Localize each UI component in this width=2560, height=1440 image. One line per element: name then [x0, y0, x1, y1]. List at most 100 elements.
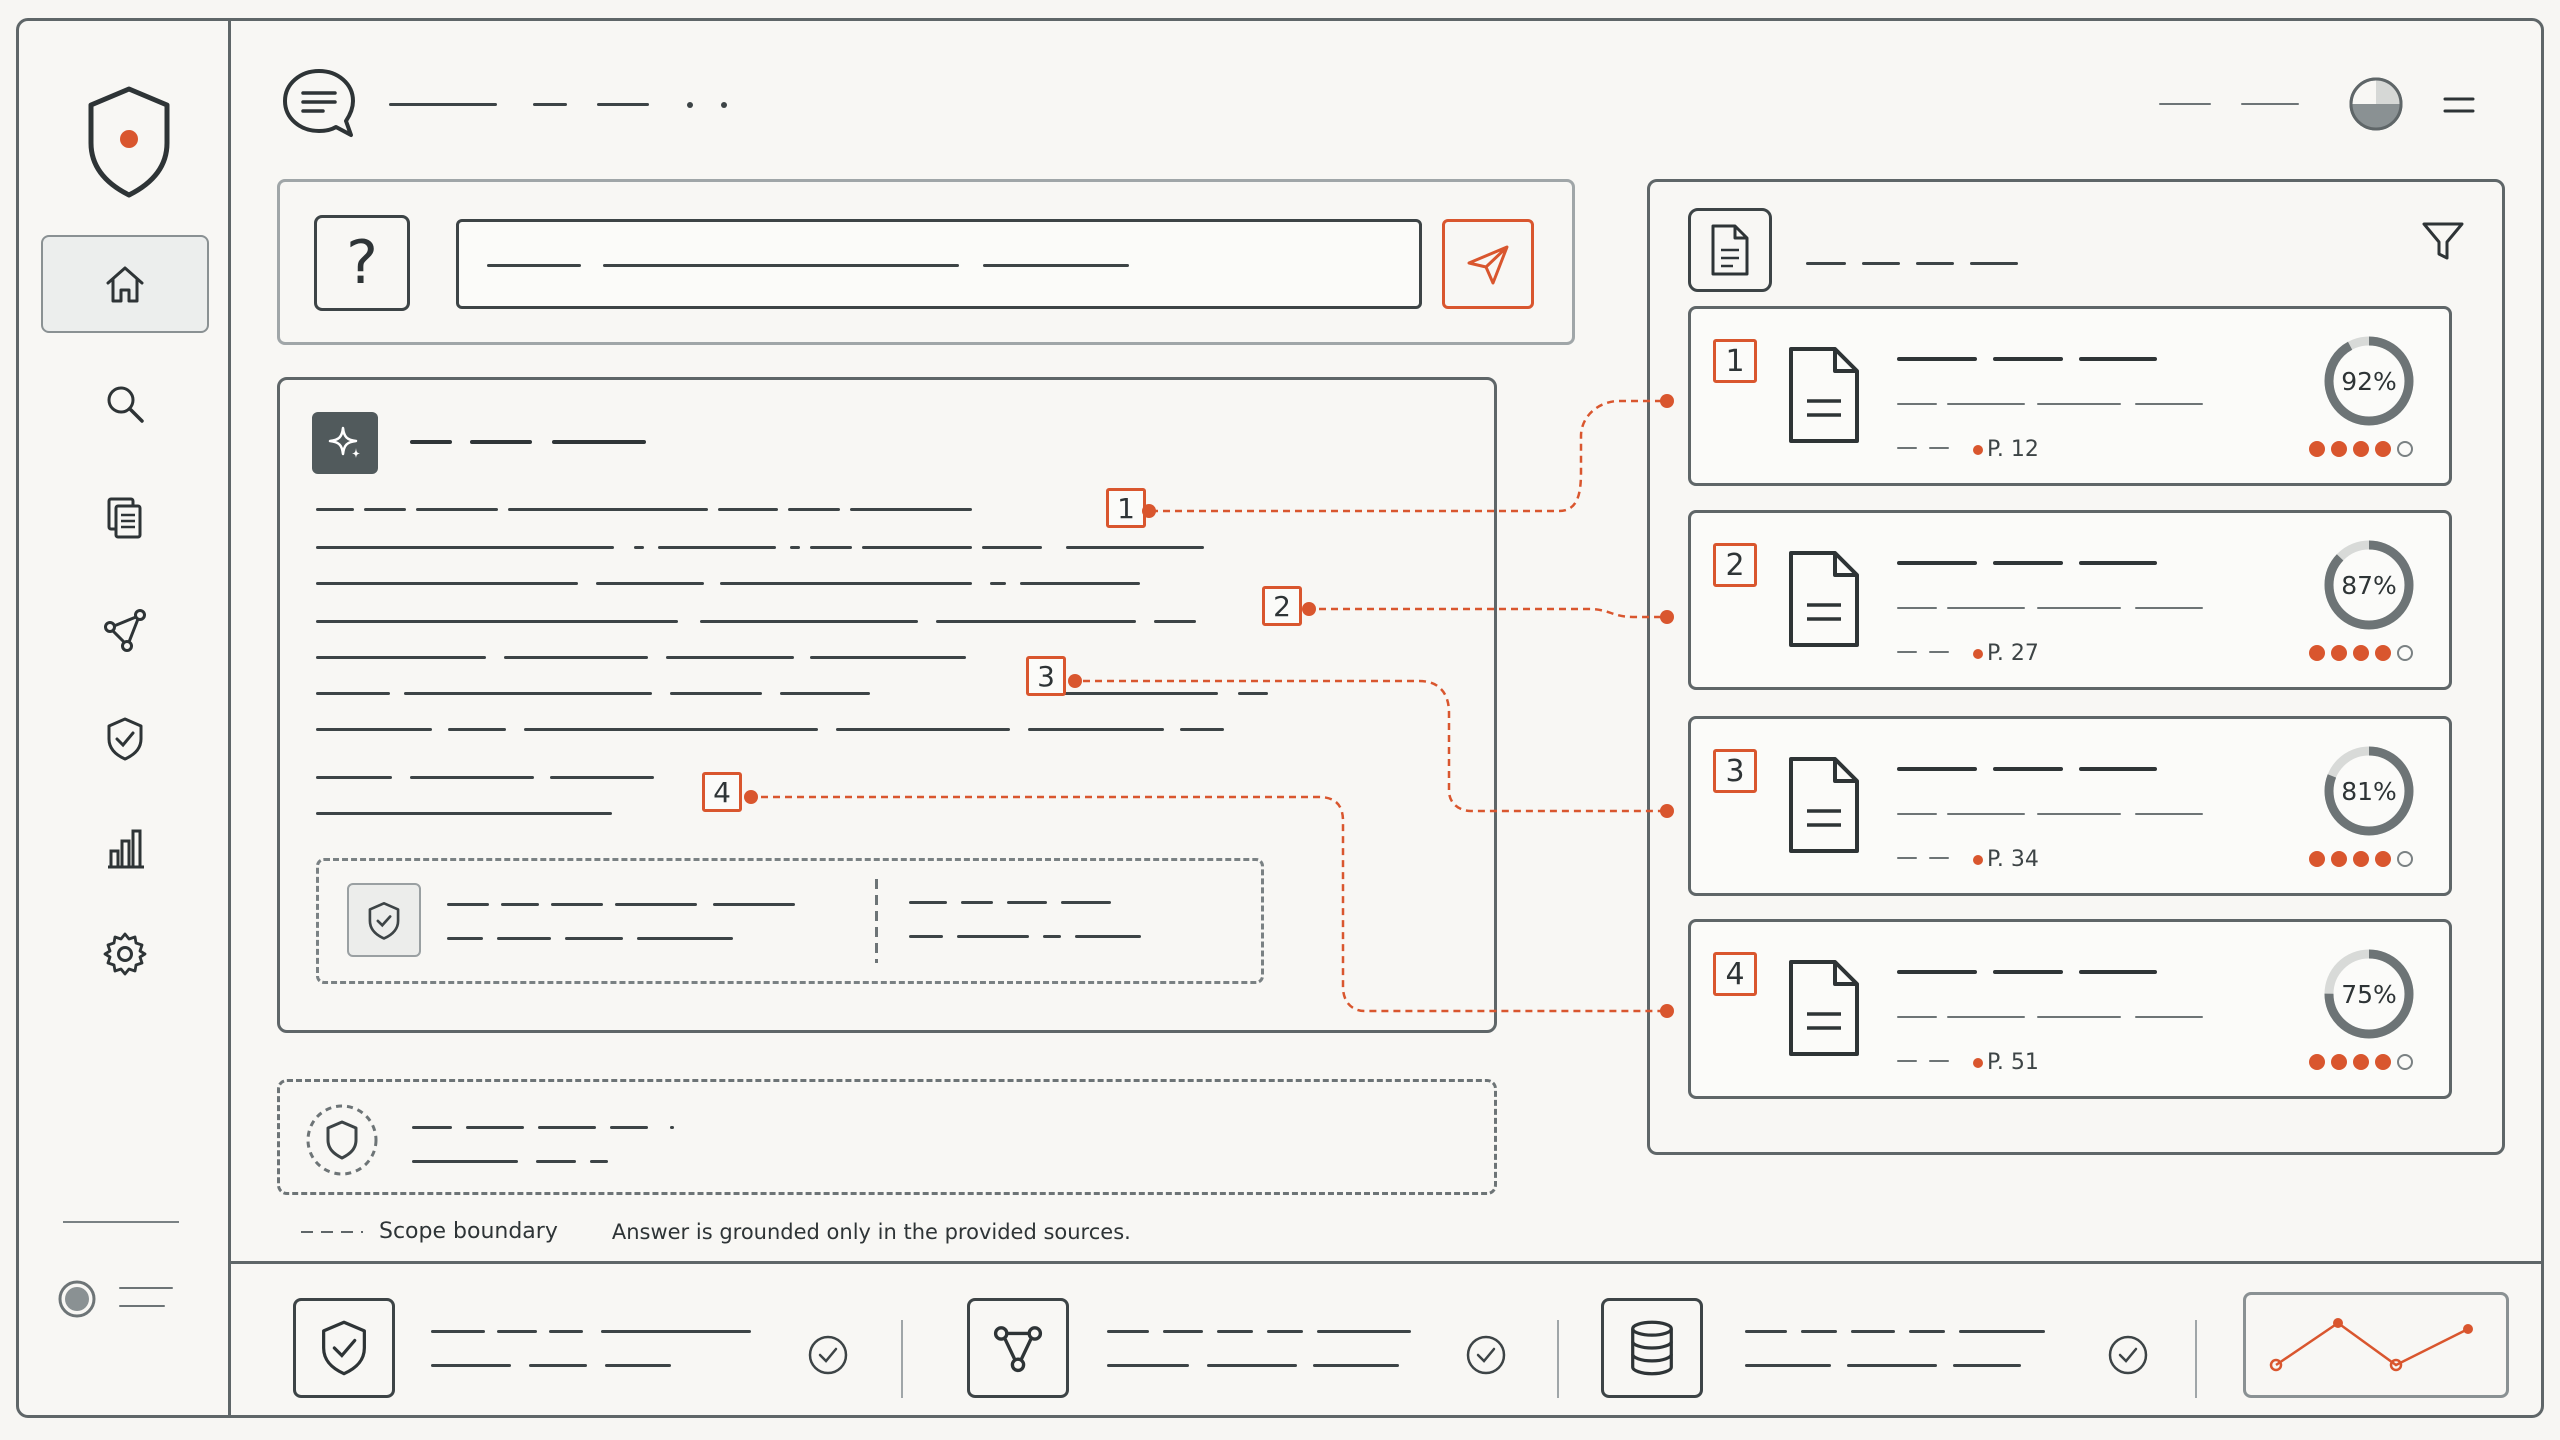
bottom-text-line: [1851, 1330, 1895, 1333]
verification-line: [501, 903, 539, 906]
verification-line: [1061, 901, 1111, 904]
verification-line: [1043, 935, 1061, 938]
search-icon: [107, 386, 144, 423]
chat-bubble-icon[interactable]: [279, 65, 359, 145]
answer-text-line: [316, 776, 392, 779]
bottom-text-line: [1317, 1330, 1411, 1333]
sidebar-divider: [63, 1221, 179, 1223]
rating-dot: [2375, 645, 2391, 661]
answer-text-line: [316, 656, 486, 659]
rating-dot: [2331, 441, 2347, 457]
bottom-text-line: [1217, 1330, 1253, 1333]
source-rating: [2309, 1054, 2413, 1070]
bottom-graph-tile[interactable]: [967, 1298, 1069, 1398]
bottom-status-bar: [231, 1261, 2541, 1415]
source-rating: [2309, 851, 2413, 867]
answer-text-line: [850, 508, 972, 511]
sources-title-line: [1970, 262, 2018, 265]
relevance-score: 92%: [2341, 366, 2397, 396]
rating-dot: [2309, 441, 2325, 457]
source-number: 4: [1713, 952, 1757, 996]
send-button[interactable]: [1442, 219, 1534, 309]
sidebar-item-analytics[interactable]: [41, 799, 209, 897]
sources-title-line: [1862, 262, 1900, 265]
answer-text-line: [316, 692, 390, 695]
sidebar-item-documents[interactable]: [41, 469, 209, 567]
answer-text-line: [404, 692, 652, 695]
answer-text-line: [788, 508, 840, 511]
bottom-text-line: [1313, 1364, 1399, 1367]
sidebar-item-search[interactable]: [41, 355, 209, 453]
scope-line: [412, 1160, 518, 1163]
scope-line: [670, 1126, 674, 1129]
rating-dot: [2375, 441, 2391, 457]
answer-text-line: [720, 582, 972, 585]
source-meta-line: [2037, 813, 2121, 815]
search-input[interactable]: [456, 219, 1422, 309]
rating-dot: [2331, 1054, 2347, 1070]
answer-text-line: [448, 728, 506, 731]
documents-icon: [107, 497, 142, 539]
sidebar-item-graph[interactable]: [41, 581, 209, 679]
source-meta-line: [1929, 1060, 1949, 1062]
citation-marker-4[interactable]: 4: [702, 772, 742, 812]
shield-logo-icon: [88, 86, 170, 198]
home-icon: [106, 266, 144, 303]
source-title-line: [2079, 767, 2157, 771]
bottom-separator: [2195, 1320, 2197, 1398]
sparkline-point: [2269, 1358, 2283, 1372]
sidebar-item-settings[interactable]: [41, 905, 209, 1003]
graph-icon: [993, 1326, 1043, 1373]
bottom-database-tile[interactable]: [1601, 1298, 1703, 1398]
status-toggle[interactable]: [57, 1279, 97, 1319]
header-nav-line[interactable]: [2241, 103, 2299, 105]
bottom-text-line: [1847, 1364, 1937, 1367]
bottom-text-line: [431, 1330, 485, 1333]
sidebar-item-security[interactable]: [41, 689, 209, 787]
menu-icon[interactable]: [2439, 89, 2479, 121]
header-title-line: [533, 103, 567, 106]
source-title-line: [1897, 767, 1977, 771]
check-circle-icon: [808, 1335, 848, 1375]
database-icon: [1631, 1320, 1673, 1376]
verification-line: [447, 937, 483, 940]
filter-icon[interactable]: [2418, 216, 2468, 266]
document-icon: [1789, 960, 1859, 1056]
bottom-shield-tile[interactable]: [293, 1298, 395, 1398]
shield-check-icon: [322, 1320, 366, 1376]
source-number: 1: [1713, 339, 1757, 383]
verification-line: [957, 935, 1029, 938]
scope-line: [412, 1126, 452, 1129]
rating-dot: [2397, 1054, 2413, 1070]
citation-marker-2[interactable]: 2: [1262, 586, 1302, 626]
verification-line: [961, 901, 993, 904]
source-title-line: [1897, 561, 1977, 565]
rating-dot: [2353, 441, 2369, 457]
source-meta-line: [1947, 607, 2025, 609]
bottom-text-line: [601, 1330, 751, 1333]
avatar[interactable]: [2347, 75, 2405, 133]
source-page: P. 27: [1987, 641, 2039, 666]
query-text-line: [983, 264, 1129, 267]
answer-text-line: [524, 728, 818, 731]
citation-marker-1[interactable]: 1: [1106, 488, 1146, 528]
trend-sparkline[interactable]: [2243, 1292, 2509, 1398]
sources-title-line: [1916, 262, 1954, 265]
scope-line: [536, 1160, 576, 1163]
relevance-score: 75%: [2341, 979, 2397, 1009]
header-nav-line[interactable]: [2159, 103, 2211, 105]
sparkline-point: [2333, 1318, 2343, 1328]
page-marker: [1973, 445, 1983, 455]
citation-marker-3[interactable]: 3: [1026, 656, 1066, 696]
sidebar-item-home[interactable]: [41, 235, 209, 333]
page-marker: [1973, 1058, 1983, 1068]
question-icon: ?: [314, 215, 410, 311]
header-dot: [721, 102, 727, 108]
bottom-text-line: [1107, 1364, 1189, 1367]
verification-line: [551, 903, 603, 906]
query-text-line: [487, 264, 581, 267]
